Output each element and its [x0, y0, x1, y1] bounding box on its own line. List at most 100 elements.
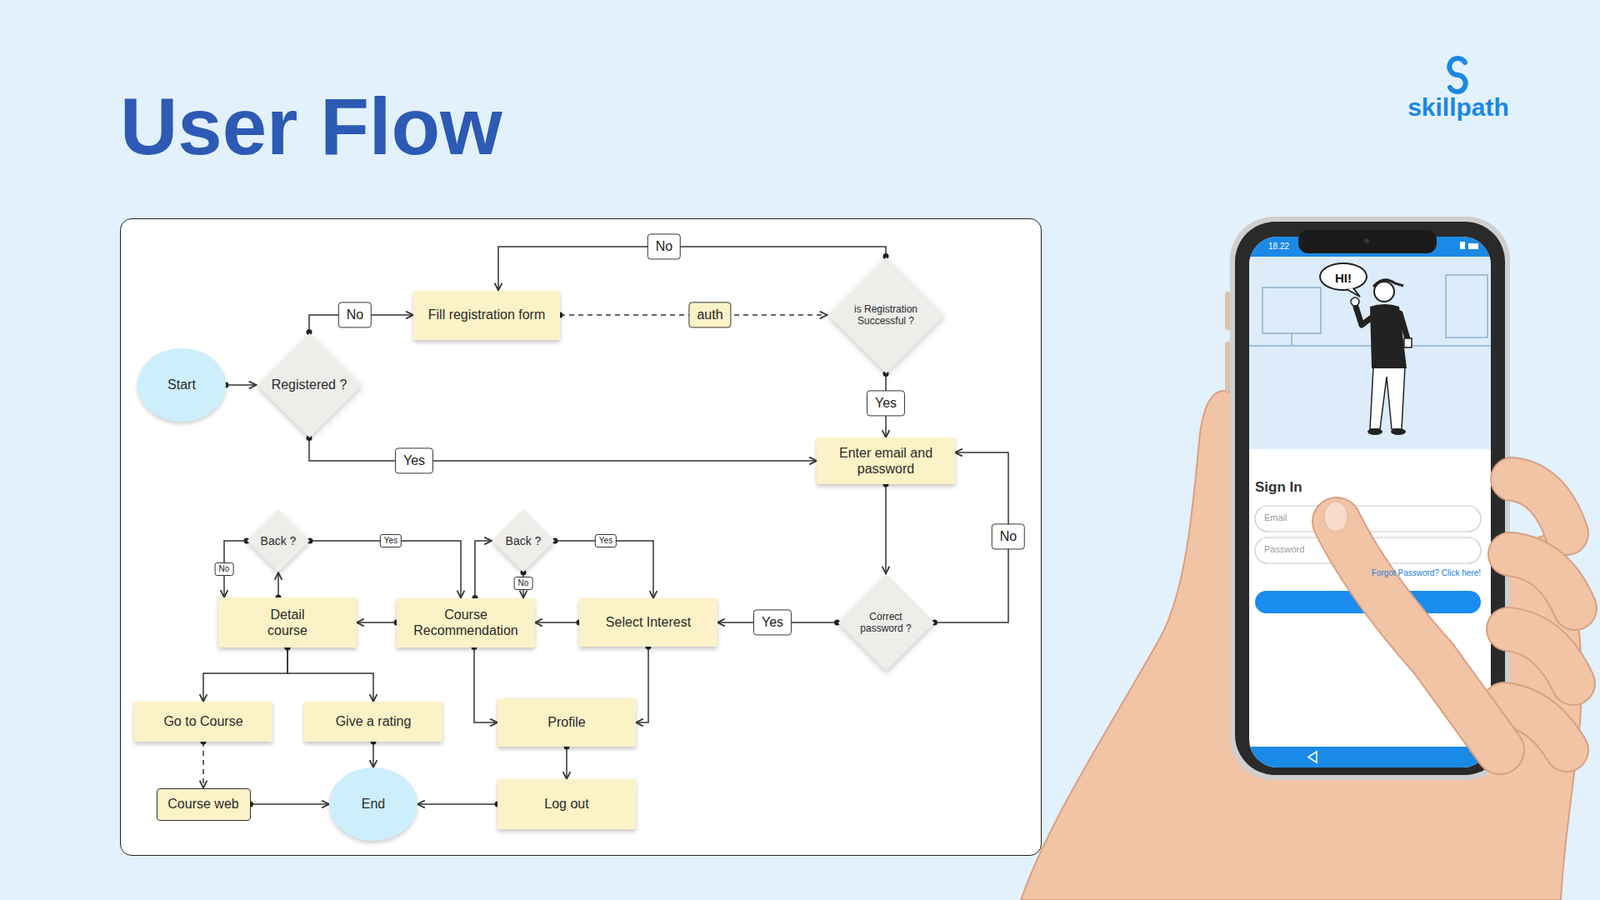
process-box: Go to Course — [134, 701, 273, 742]
node-text: Start — [167, 376, 196, 393]
connector — [635, 644, 652, 724]
connector-line — [565, 746, 568, 780]
finger-outline — [1336, 521, 1500, 750]
node-text: Select Interest — [605, 614, 691, 630]
logo-text: skillpath — [1407, 95, 1510, 120]
node-text: Go to Course — [163, 713, 243, 730]
process-box: Select Interest — [579, 598, 718, 647]
diamond-shape — [256, 332, 362, 438]
connector-line — [310, 540, 461, 599]
desk-line — [1249, 345, 1491, 347]
status-icon — [1468, 243, 1479, 250]
phone-camera — [1364, 238, 1370, 244]
connector — [247, 801, 330, 808]
terminal-ellipse: Start — [137, 348, 226, 422]
connector-line — [535, 621, 580, 624]
page-title: User Flow — [120, 86, 503, 167]
monitor-stand — [1290, 333, 1293, 346]
node-text: Give a rating — [335, 713, 412, 730]
fingers — [1324, 479, 1575, 750]
diamond-shape — [827, 256, 945, 374]
connector-line — [203, 647, 288, 702]
finger — [1508, 629, 1574, 684]
connector — [498, 246, 890, 291]
figure-cap — [1373, 280, 1404, 287]
node-text: Registered ? — [271, 376, 348, 393]
connector-line — [475, 540, 492, 599]
figure-shoe — [1390, 428, 1406, 435]
connector-line — [498, 246, 886, 291]
input-placeholder: Email — [1264, 513, 1288, 523]
process-box: Profile — [497, 698, 636, 747]
finger — [1336, 521, 1500, 750]
finger-outline — [1512, 479, 1567, 534]
input-placeholder: Password — [1264, 545, 1305, 555]
monitor — [1262, 287, 1321, 334]
node-text: End — [361, 795, 385, 812]
figure-arm — [1355, 306, 1375, 325]
edge-label: Yes — [866, 390, 905, 416]
figure-hand — [1350, 297, 1360, 306]
diamond-shape — [491, 509, 555, 572]
diamond-shape — [837, 574, 935, 671]
phone-frame — [1235, 221, 1505, 775]
decision-diamond: Correct password ? — [837, 574, 935, 672]
node-text: Back ? — [260, 534, 297, 549]
node-text: Course web — [167, 795, 239, 812]
process-box: Give a rating — [304, 701, 443, 742]
connector-line — [474, 647, 498, 724]
process-box: Detail course — [218, 597, 357, 648]
connector — [471, 644, 499, 723]
connector — [472, 540, 493, 601]
connector — [285, 645, 375, 703]
connector — [223, 382, 257, 389]
status-icon — [1460, 241, 1465, 250]
status-time: 18.22 — [1268, 242, 1290, 251]
node-text: Back ? — [505, 534, 542, 549]
illustration-ground — [1249, 256, 1491, 450]
finger — [1510, 554, 1575, 609]
process-box: Course web — [156, 788, 251, 821]
phone-rim — [1230, 216, 1510, 780]
connector — [883, 481, 890, 575]
node-text: is Registration Successful ? — [845, 303, 926, 328]
logo-stroke — [1449, 58, 1465, 92]
edge-label: Yes — [395, 447, 434, 474]
connector — [200, 739, 207, 789]
process-box: Course Recommendation — [396, 598, 535, 648]
figure-shoe — [1367, 428, 1383, 435]
edge-label: Yes — [595, 534, 617, 548]
diamond-shape — [246, 509, 310, 572]
edge-label: Yes — [753, 609, 792, 635]
process-box: Enter email and password — [816, 437, 955, 485]
connector — [275, 572, 282, 601]
finger-outline — [1510, 554, 1575, 609]
edge-label: No — [647, 233, 681, 260]
node-text: Enter email and password — [831, 445, 940, 477]
connector-line — [225, 384, 257, 386]
connector-line — [202, 741, 205, 789]
connector-line — [277, 572, 280, 598]
edge-label: No — [514, 576, 534, 590]
figure-cup — [1404, 338, 1412, 348]
connector-line — [555, 540, 654, 599]
connector-line — [635, 646, 649, 723]
connector-line — [250, 803, 330, 805]
logo-icon — [1449, 58, 1465, 92]
speech-bubble — [1320, 263, 1367, 290]
node-text: Log out — [544, 795, 589, 812]
terminal-ellipse: End — [329, 767, 418, 841]
node-text: Detail course — [258, 606, 317, 639]
screen-heading: Sign In — [1255, 480, 1303, 495]
decision-diamond: is Registration Successful ? — [827, 256, 945, 375]
connector-line — [417, 803, 498, 805]
connector — [535, 620, 583, 626]
finger-outline — [1508, 629, 1574, 684]
speech-tail — [1346, 288, 1360, 297]
connector-line — [356, 621, 397, 624]
node-text: Profile — [547, 714, 585, 730]
edge-label: No — [338, 301, 372, 328]
connector — [564, 744, 570, 780]
speech-text: HI! — [1335, 271, 1352, 285]
connector-line — [372, 741, 375, 768]
